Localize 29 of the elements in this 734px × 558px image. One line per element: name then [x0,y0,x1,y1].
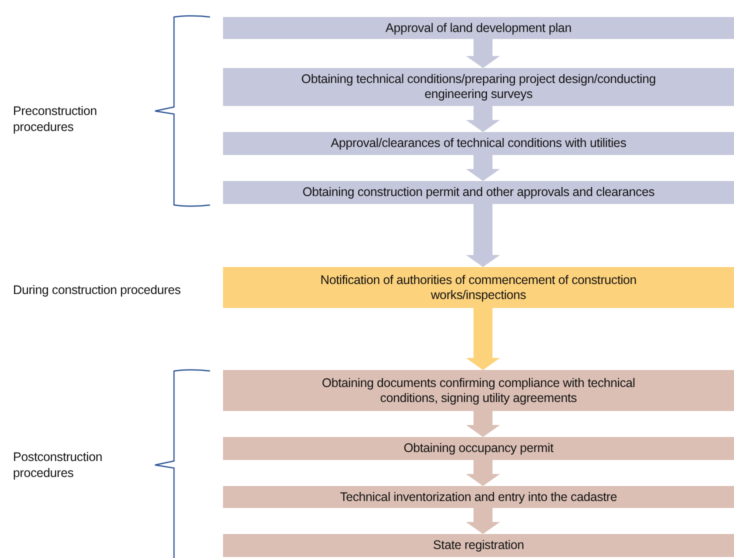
step-box [223,370,734,411]
step-box [223,17,734,39]
flow-arrow [466,204,500,267]
step-box [223,181,734,204]
step-text: State registration [433,538,524,553]
flow-arrow [466,508,500,534]
step-box [223,68,734,106]
step-text: Approval/clearances of technical conditions with utilities [330,136,626,151]
step-box [223,132,734,155]
step-box [223,486,734,508]
step-box [223,534,734,557]
phase-label: Preconstruction procedures [13,103,98,135]
flow-arrow [466,106,500,132]
flow-arrow [466,155,500,181]
flow-arrow [466,308,500,370]
phase-label: During construction procedures [13,282,181,298]
step-text: Obtaining construction permit and other approvals and clearances [302,185,654,200]
phase-label: Postconstruction procedures [13,449,104,481]
step-text: Obtaining documents confirming compliance with technical conditions, signing utility agreements [320,376,636,406]
step-text: Obtaining technical conditions/preparing project design/conducting engineering surveys [300,72,657,102]
step-text: Technical inventorization and entry into the cadastre [340,490,618,504]
step-box [223,437,734,460]
step-text: Notification of authorities of commencement of construction works/inspections [319,272,638,302]
step-text: Approval of land development plan [386,20,572,36]
flow-arrow [466,460,500,486]
step-box [223,267,734,308]
step-text: Obtaining occupancy permit [404,441,554,456]
flow-arrow [466,411,500,437]
flow-arrow [466,39,500,68]
